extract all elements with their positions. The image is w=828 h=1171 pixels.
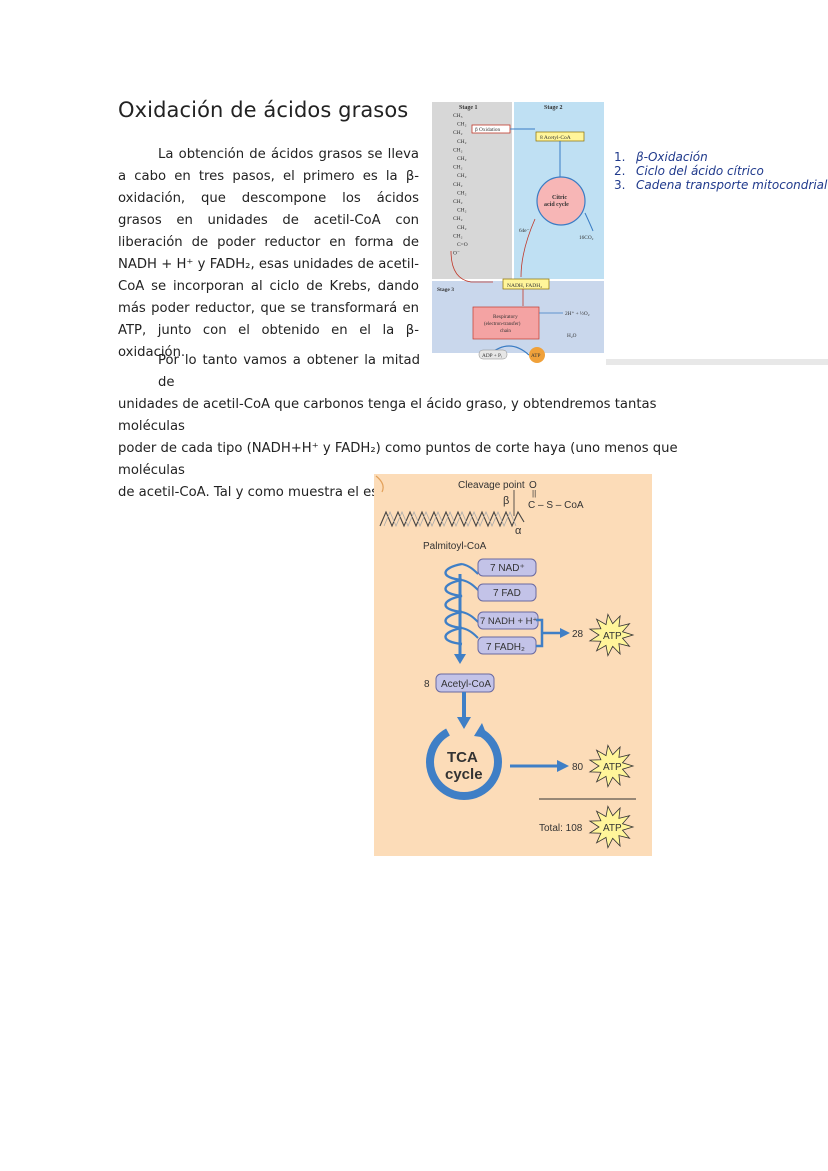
acetyl-count-label: 8 — [424, 679, 430, 690]
second-paragraph-line: poder de cada tipo (NADH+H⁺ y FADH₂) com… — [118, 441, 678, 478]
acetyl-coa-label: Acetyl-CoA — [441, 679, 491, 690]
tca-label: TCA — [447, 749, 478, 766]
nadh-label: 7 NADH + H⁺ — [480, 616, 538, 627]
beta-label: β — [503, 495, 509, 507]
chain-group-label: CH₂ — [453, 199, 463, 205]
chain-group-label: CH₂ — [457, 156, 467, 162]
oxygen-atom-label: O — [529, 480, 537, 491]
stage2-label: Stage 2 — [544, 105, 563, 111]
fad-label: 7 FAD — [493, 588, 521, 599]
atp-label: ATP — [603, 823, 622, 834]
electron-count-label: 64e⁻ — [519, 228, 530, 234]
acetyl-coa-label: 8 Acetyl-CoA — [540, 135, 571, 141]
citric-cycle-label-2: acid cycle — [544, 202, 569, 208]
chain-group-label: CH₂ — [457, 139, 467, 145]
chain-group-label: CH₂ — [457, 122, 467, 128]
respiratory-label-2: (electron-transfer) — [484, 322, 521, 327]
list-item: 2.Ciclo del ácido cítrico — [614, 164, 764, 178]
stage3-label: Stage 3 — [437, 287, 454, 293]
chain-group-label: CH₂ — [457, 173, 467, 179]
chain-group-label: CH₂ — [453, 130, 463, 136]
cycle-label: cycle — [445, 766, 483, 783]
list-item: 3.Cadena transporte mitocondrial — [614, 178, 828, 192]
second-paragraph: Por lo tanto vamos a obtener la mitad de… — [118, 350, 714, 504]
second-paragraph-line: unidades de acetil-CoA que carbonos teng… — [118, 397, 657, 434]
chain-group-label: C=O — [457, 242, 468, 248]
second-paragraph-first-line: Por lo tanto vamos a obtener la mitad de — [158, 353, 420, 390]
palmitoyl-oxidation-figure: Cleavage point O || β C – S – CoA α Palm… — [374, 474, 652, 856]
respiratory-label-1: Respiratory — [493, 314, 518, 320]
chain-group-label: CH₂ — [453, 216, 463, 222]
nadh-fadh-label: NADH, FADH₂ — [507, 283, 542, 289]
atp-burst-icon — [588, 744, 635, 788]
palmitoyl-coa-label: Palmitoyl-CoA — [423, 541, 487, 552]
atp-label: ATP — [603, 762, 622, 773]
second-paragraph-line: de acetil-CoA. Tal y como muestra el esq… — [118, 485, 429, 500]
nad-label: 7 NAD⁺ — [490, 563, 525, 574]
steps-list: 1.β-Oxidación 2.Ciclo del ácido cítrico … — [614, 150, 827, 192]
chain-group-label: CH₂ — [453, 182, 463, 188]
chain-group-label: CH₂ — [453, 147, 463, 153]
respiratory-label-3: chain — [500, 329, 511, 334]
water-label: H₂O — [567, 333, 577, 339]
chain-group-label: CH₂ — [457, 225, 467, 231]
intro-paragraph-text: La obtención de ácidos grasos se lleva a… — [118, 147, 419, 360]
intro-paragraph: La obtención de ácidos grasos se lleva a… — [118, 144, 419, 364]
chain-group-label: CH₂ — [457, 190, 467, 196]
page-title: Oxidación de ácidos grasos — [118, 98, 409, 122]
atp-label: ATP — [531, 353, 540, 359]
total-atp-label: Total: 108 — [539, 823, 583, 834]
chain-group-label: CH₂ — [457, 208, 467, 214]
cleavage-point-label: Cleavage point — [458, 480, 525, 491]
alpha-label: α — [515, 525, 522, 537]
atp-80-value: 80 — [572, 762, 584, 773]
atp-burst-icon — [588, 613, 635, 657]
atp-28-value: 28 — [572, 629, 584, 640]
fadh2-label: 7 FADH₂ — [486, 642, 525, 653]
atp-label: ATP — [603, 631, 622, 642]
beta-oxidation-label: β Oxidation — [475, 127, 501, 133]
svg-text:||: || — [532, 489, 536, 498]
citric-cycle-label-1: Citric — [552, 195, 567, 201]
metabolism-stages-figure: Stage 1 Stage 2 Stage 3 CH₃CH₂CH₂CH₂CH₂C… — [431, 101, 828, 365]
stage1-label: Stage 1 — [459, 105, 478, 111]
list-item: 1.β-Oxidación — [614, 150, 708, 164]
fatty-acid-chain: CH₃ CH₂ CH₂ CH₂ CH₂ CH₂ CH₂ CH₂ CH₂ CH₂ CH₂ CH₂ CH₂ C… — [453, 113, 468, 257]
chain-group-label: O⁻ — [453, 251, 460, 257]
chain-group-label: CH₃ — [453, 113, 463, 119]
cs-coa-label: C – S – CoA — [528, 500, 584, 511]
chain-group-label: CH₂ — [453, 165, 463, 171]
co2-label: 16CO₂ — [579, 235, 594, 241]
oxygen-label: 2H⁺ + ½O₂ — [565, 310, 590, 317]
adp-label: ADP + Pᵢ — [482, 353, 502, 359]
chain-group-label: CH₂ — [453, 233, 463, 239]
atp-burst-icon — [588, 805, 635, 849]
